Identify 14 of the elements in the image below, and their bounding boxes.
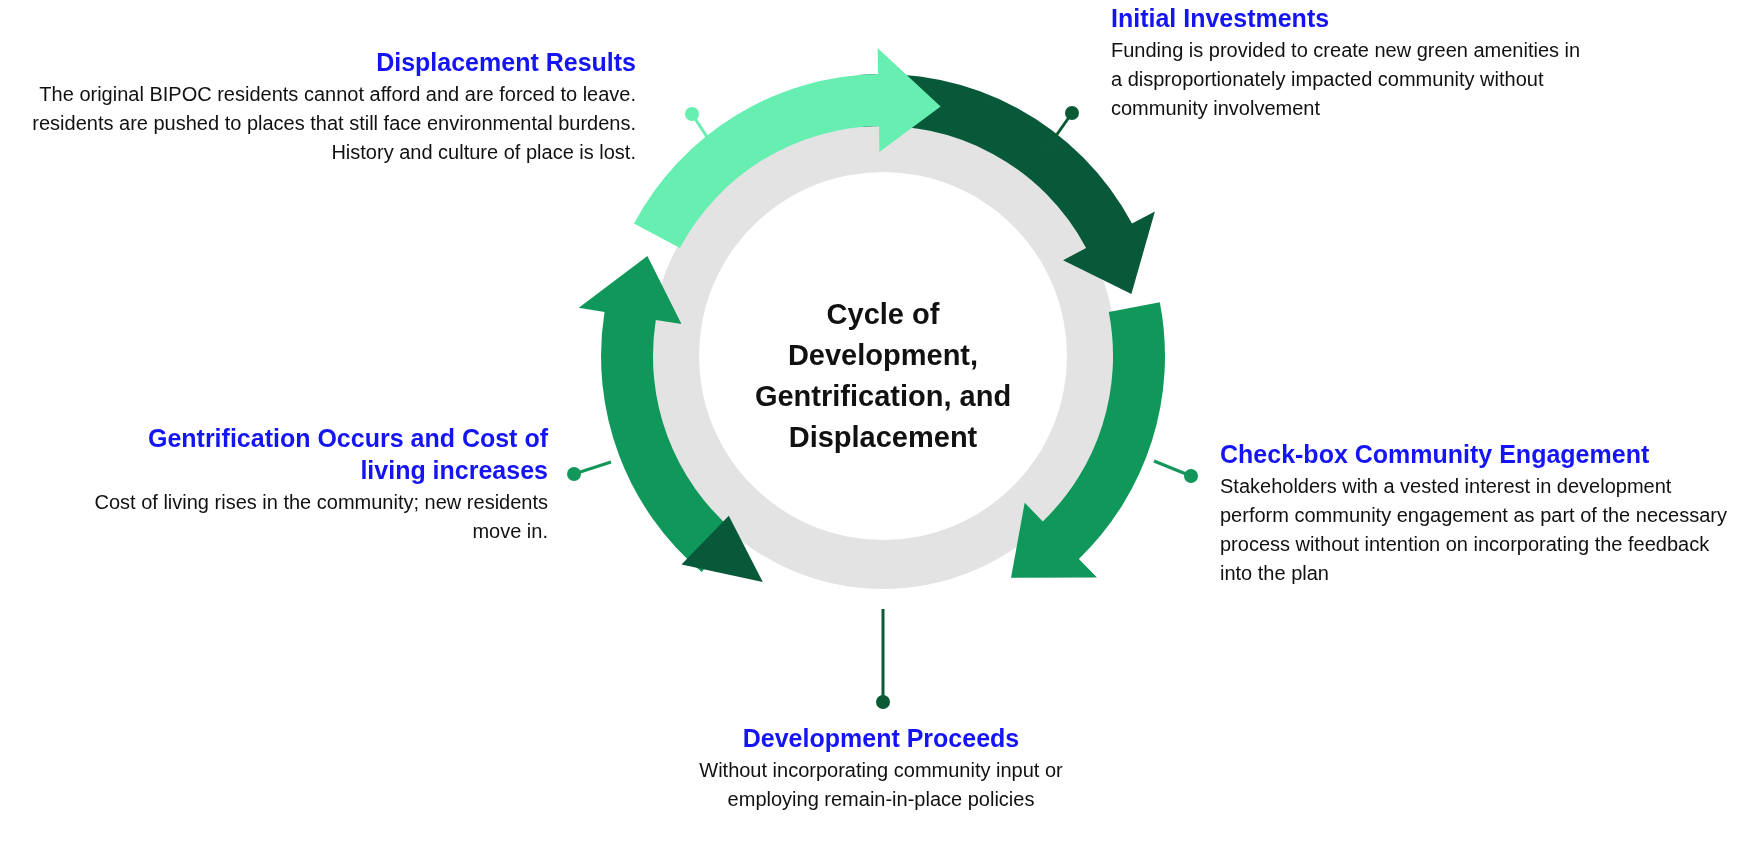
step-heading: Development Proceeds [741, 723, 1021, 754]
leader-line [1153, 459, 1198, 483]
step-description: The original BIPOC residents cannot afford and are forced to leave. residents are pushed to places that still face environmental burdens. History and culture of place is lost. [31, 82, 636, 165]
step-heading: Gentrification Occurs and Cost of living increases [146, 423, 548, 486]
step-description: Cost of living rises in the community; new residents move in. [93, 490, 548, 544]
step-heading: Displacement Results [375, 47, 636, 78]
leader-line [567, 460, 612, 481]
center-title: Cycle of Development, Gentrification, and Displacement [753, 297, 1013, 455]
step-heading: Check-box Community Engagement [1220, 439, 1651, 470]
step-description: Without incorporating community input or employing remain-in-place policies [698, 758, 1064, 812]
step-description: Funding is provided to create new green amenities in a disproportionately impacted community without community involvement [1111, 38, 1582, 121]
step-description: Stakeholders with a vested interest in development perform community engagement as part of the necessary process without intention on incorporating the feedback into the plan [1220, 474, 1728, 586]
step-heading: Initial Investments [1111, 3, 1331, 34]
leader-line [876, 609, 890, 709]
